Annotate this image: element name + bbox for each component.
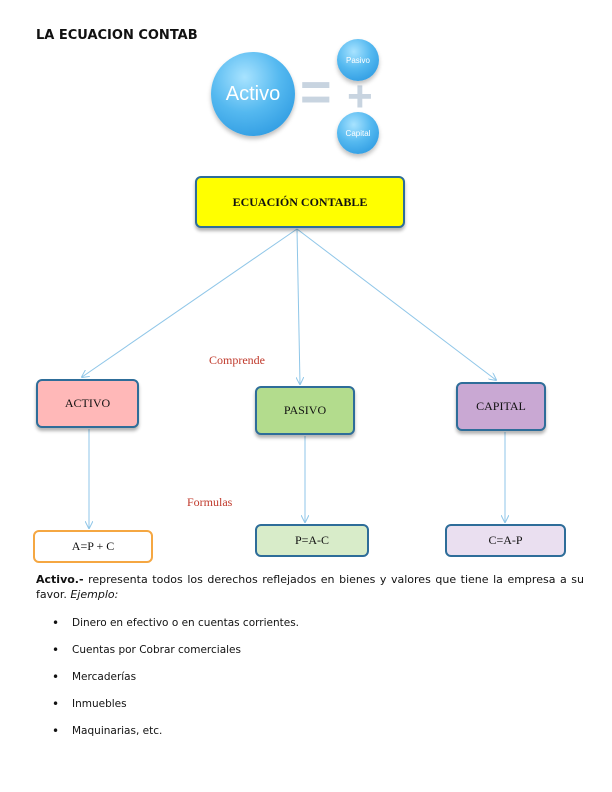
list-item: Maquinarias, etc.	[52, 718, 299, 745]
list-item: Mercaderías	[52, 664, 299, 691]
activo-definition: Activo.- representa todos los derechos r…	[36, 572, 584, 602]
activo-box: ACTIVO	[36, 379, 139, 428]
equals-sign: =	[300, 62, 332, 122]
list-item: Dinero en efectivo o en cuentas corrient…	[52, 610, 299, 637]
capital-box: CAPITAL	[456, 382, 546, 431]
arrow-main-activo	[82, 228, 298, 377]
page-title: LA ECUACIÓN CONTAB	[36, 28, 198, 43]
activo-bubble: Activo	[211, 52, 295, 136]
example-list: Dinero en efectivo o en cuentas corrient…	[52, 610, 299, 745]
formula-pasivo-box: P=A-C	[255, 524, 369, 557]
arrow-main-pasivo	[297, 228, 300, 384]
list-item: Inmuebles	[52, 691, 299, 718]
comprende-label: Comprende	[209, 353, 265, 367]
definition-text: representa todos los derechos reflejados…	[36, 573, 584, 601]
list-item: Cuentas por Cobrar comerciales	[52, 637, 299, 664]
pasivo-box: PASIVO	[255, 386, 355, 435]
formula-capital-box: C=A-P	[445, 524, 566, 557]
ecuacion-contable-box: ECUACIÓN CONTABLE	[195, 176, 405, 228]
formulas-label: Formulas	[187, 495, 233, 509]
activo-term: Activo.-	[36, 573, 84, 586]
example-label: Ejemplo:	[70, 588, 119, 601]
capital-bubble: Capital	[337, 112, 379, 154]
pasivo-bubble: Pasivo	[337, 39, 379, 81]
arrow-main-capital	[296, 228, 496, 380]
formula-activo-box: A=P + C	[33, 530, 153, 563]
